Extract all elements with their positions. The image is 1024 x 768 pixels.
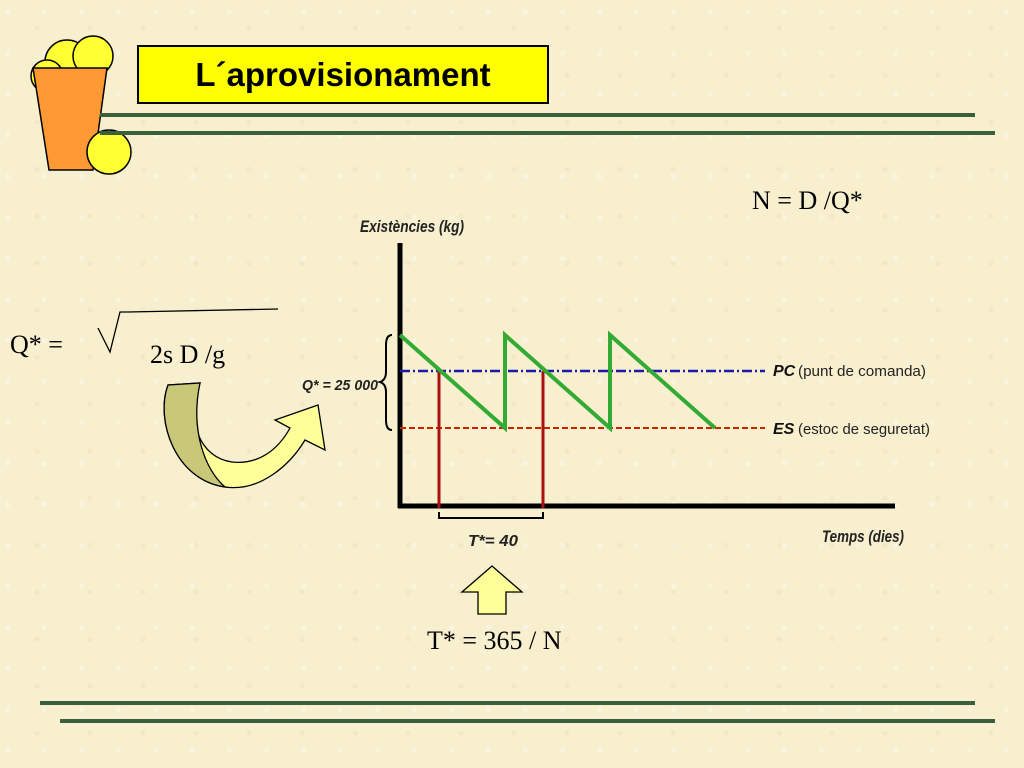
sqrt-sign [97, 308, 279, 354]
y-axis-label: Existències (kg) [360, 217, 464, 236]
q-formula-radicand: 2s D /g [150, 340, 226, 369]
q-star-brace [376, 334, 393, 431]
title-box: L´aprovisionament [137, 45, 549, 104]
es-label: (estoc de seguretat) [798, 421, 930, 438]
q-formula-label: Q* = [10, 330, 63, 359]
es-abbr: ES [773, 421, 795, 438]
t-formula: T* = 365 / N [427, 626, 562, 655]
page-title: L´aprovisionament [195, 55, 491, 93]
pc-abbr: PC [773, 363, 796, 380]
x-axis-label: Temps (dies) [822, 527, 904, 546]
stock-sawtooth [398, 330, 717, 433]
pc-label: (punt de comanda) [798, 363, 926, 380]
q-star-label: Q* = 25 000 [302, 377, 379, 394]
t-star-label: T*= 40 [468, 533, 518, 550]
fruit-basket-icon [30, 35, 132, 175]
up-arrow-icon [460, 565, 524, 615]
n-formula: N = D /Q* [752, 186, 863, 215]
curved-arrow-icon [163, 382, 326, 489]
t-star-bracket [438, 512, 544, 519]
